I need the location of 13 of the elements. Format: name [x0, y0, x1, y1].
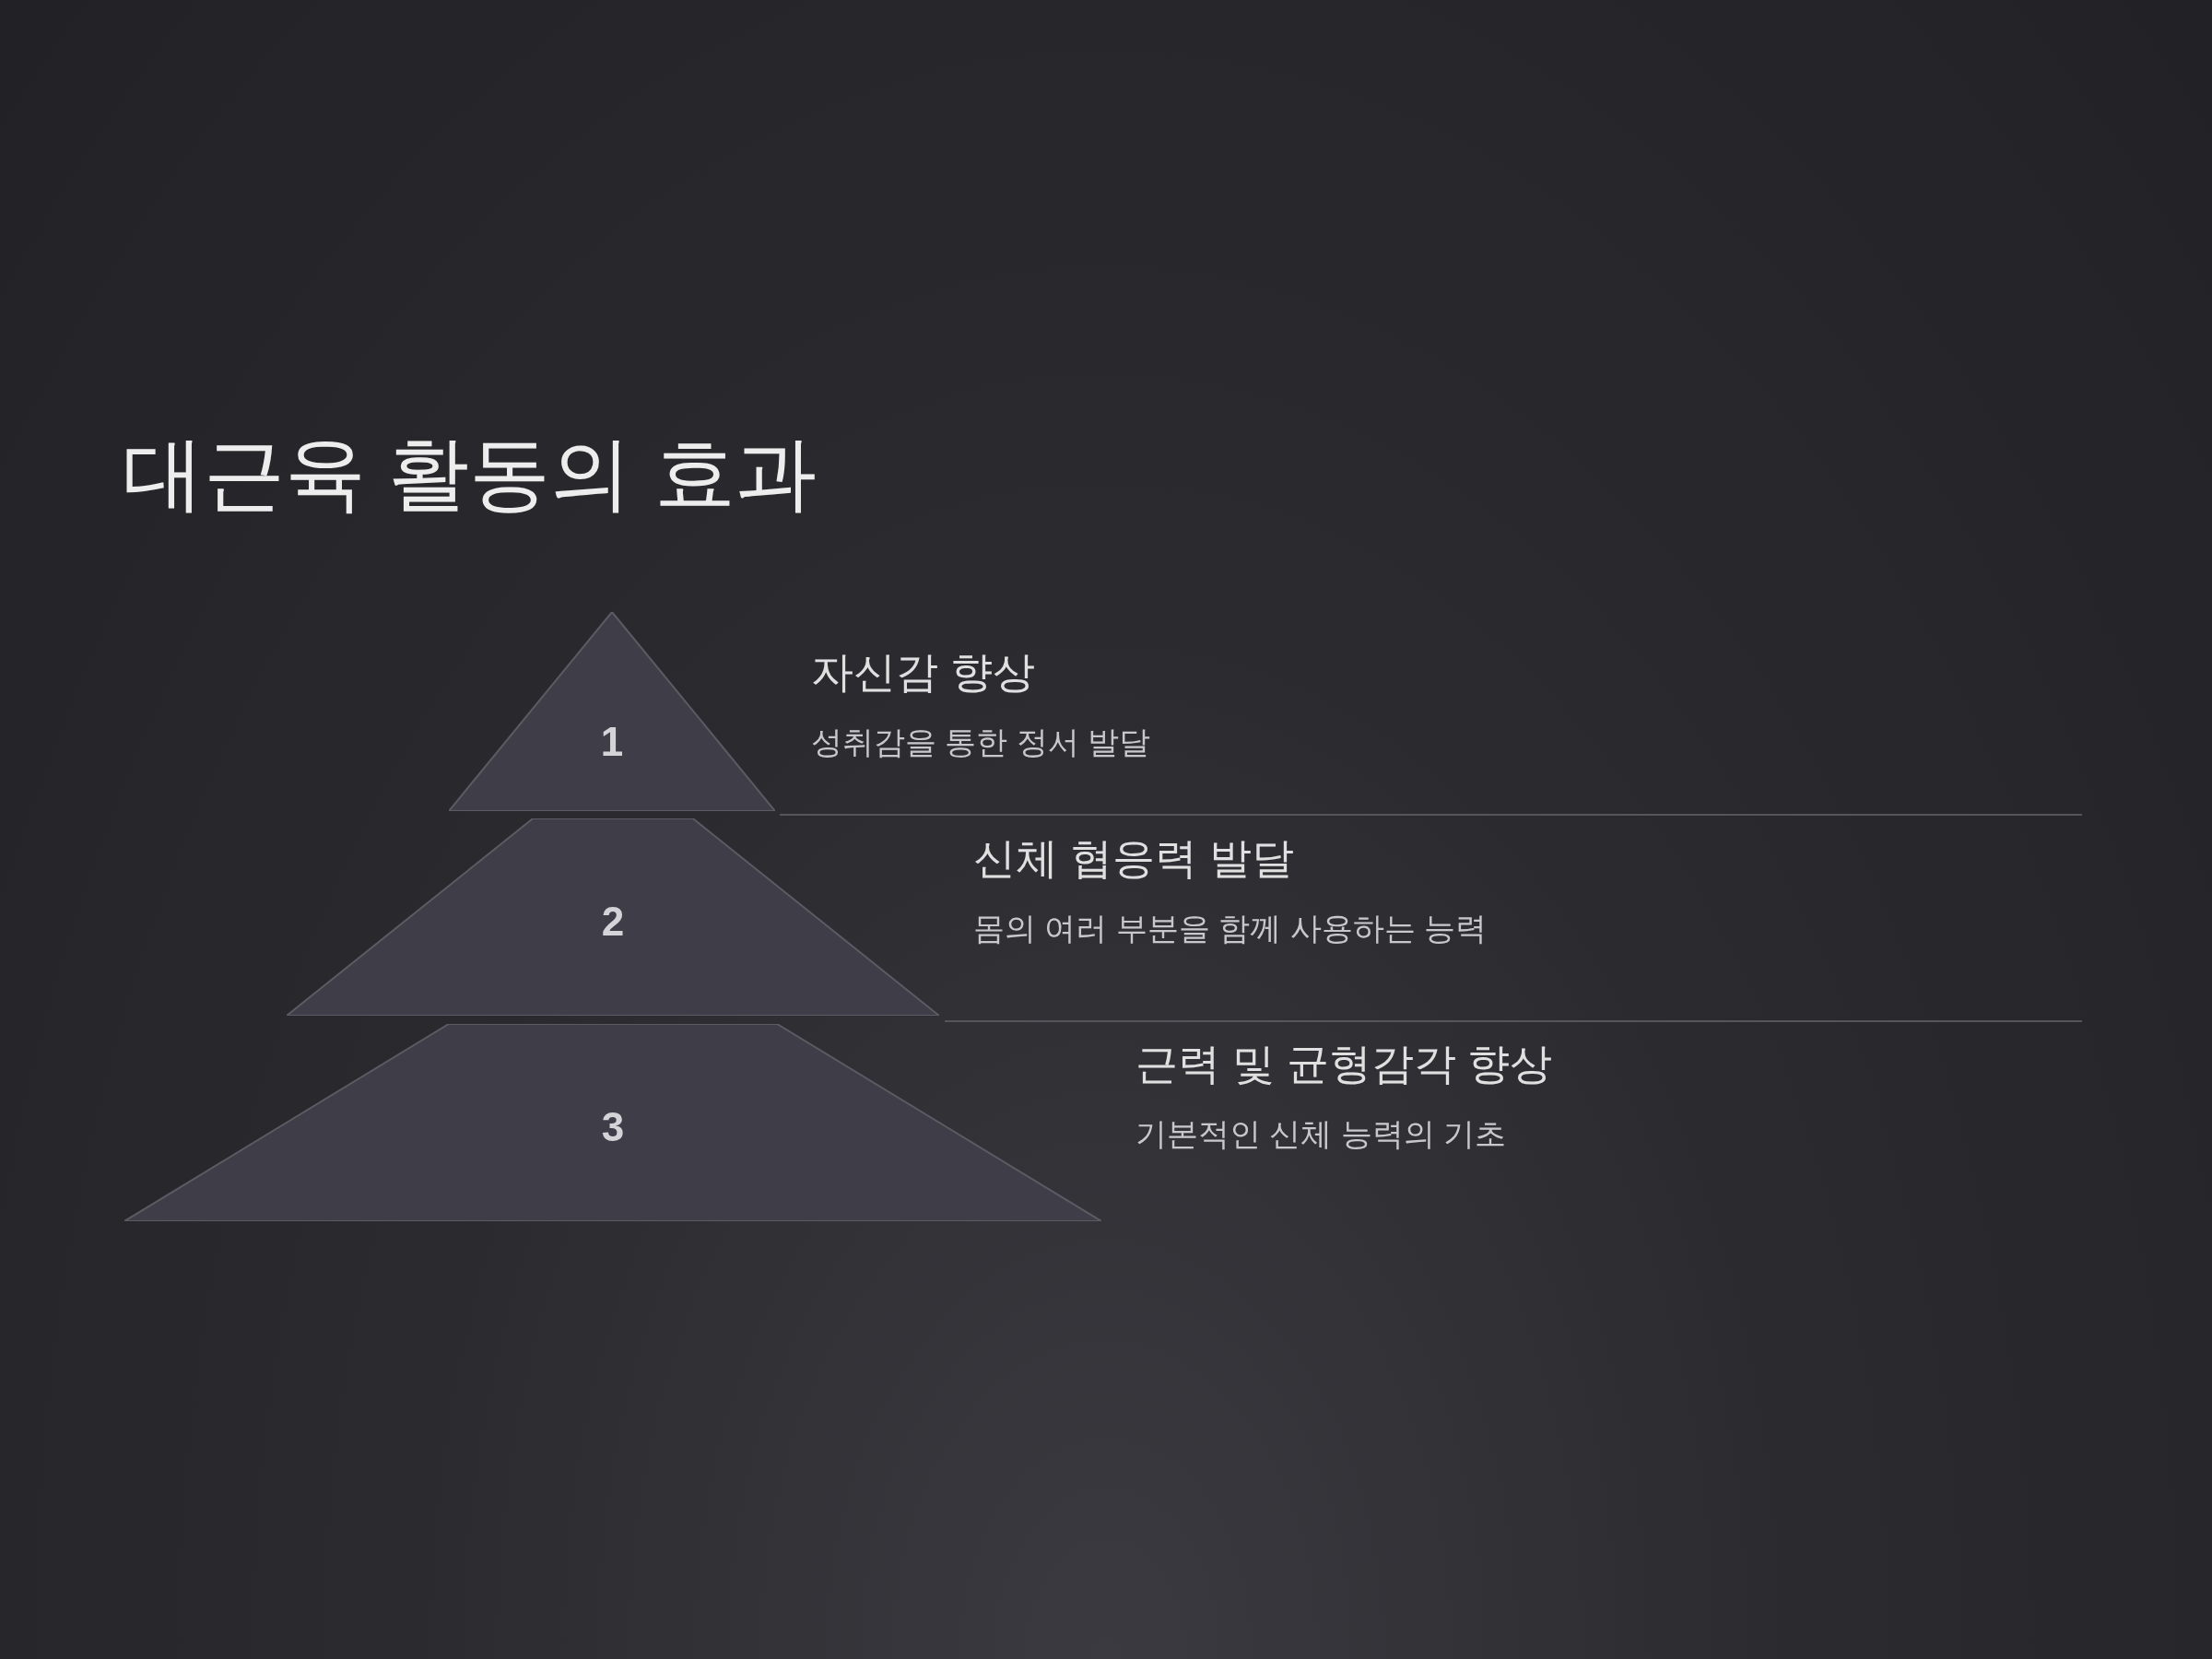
- tier-description: 성취감을 통한 정서 발달: [811, 726, 1151, 758]
- title: 대근육 활동의 효과: [123, 433, 817, 514]
- pyramid-tier: [124, 1024, 1101, 1221]
- pyramid-tier: [449, 612, 775, 811]
- tier-description: 몸의 여러 부분을 함께 사용하는 능력: [973, 912, 1488, 944]
- tier-number: 2: [601, 900, 625, 942]
- pyramid-tier: [287, 818, 939, 1016]
- tier-heading: 자신감 향상: [811, 651, 1035, 693]
- tier-heading: 근력 및 균형감각 향상: [1135, 1042, 1553, 1085]
- tier-description: 기본적인 신체 능력의 기초: [1135, 1118, 1507, 1149]
- tier-heading: 신체 협응력 발달: [973, 837, 1294, 879]
- tier-number: 1: [600, 721, 624, 762]
- tier-number: 3: [601, 1106, 625, 1147]
